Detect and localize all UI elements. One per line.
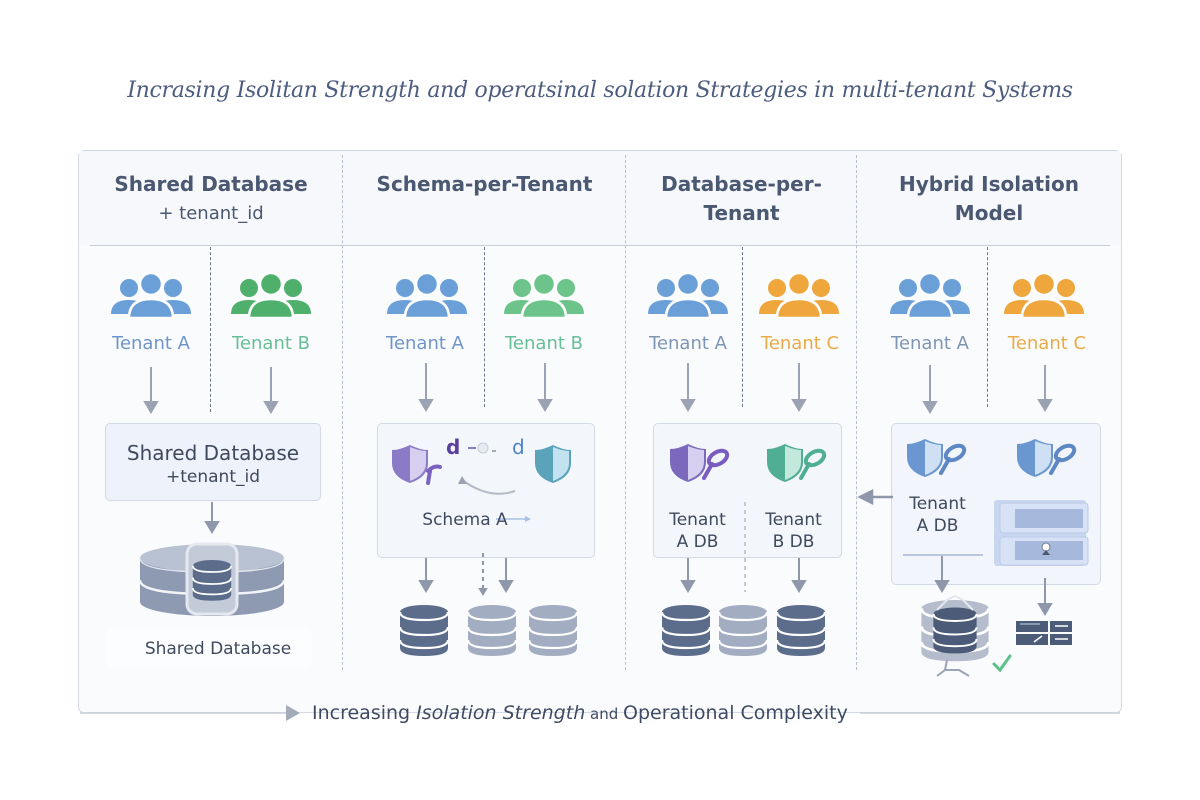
heading-text: Database-per-	[661, 172, 822, 196]
header-band	[79, 151, 1121, 245]
label-line: A DB	[916, 516, 959, 536]
heading-subtext: + tenant_id	[158, 203, 264, 224]
header-divider	[90, 245, 1110, 246]
heading-text-line2: Tenant	[703, 201, 780, 225]
tenant-separator	[484, 247, 485, 407]
shared-database-box: Shared Database +tenant_id	[105, 423, 321, 501]
label-line: Tenant	[909, 494, 966, 514]
column-separator	[856, 155, 857, 670]
schema-box	[377, 423, 595, 558]
column-heading-database-per-tenant: Database-per- Tenant	[627, 170, 856, 228]
heading-text: Schema-per-Tenant	[376, 172, 593, 196]
tenant-a-db-label: Tenant A DB	[650, 509, 745, 553]
heading-text-line2: Model	[954, 201, 1024, 225]
footer-prefix: Increasing	[312, 702, 417, 724]
tenant-label: Tenant C	[1007, 333, 1087, 354]
tenant-b-db-label: Tenant B DB	[746, 509, 841, 553]
footer-caption: Increasing Isolation Strength and Operat…	[312, 702, 848, 724]
heading-text: Hybrid Isolation	[899, 172, 1079, 196]
tenant-label: Tenant B	[505, 333, 583, 354]
column-heading-hybrid-isolation: Hybrid Isolation Model	[858, 170, 1120, 228]
schema-label: Schema A	[422, 510, 508, 530]
label-line: Tenant	[669, 510, 726, 530]
column-separator	[342, 155, 343, 670]
tenant-separator	[987, 247, 988, 407]
heading-text: Shared Database	[114, 172, 308, 196]
column-heading-schema-per-tenant: Schema-per-Tenant	[344, 170, 625, 199]
tenant-label: Tenant A	[649, 333, 727, 354]
tenant-label: Tenant A	[112, 333, 190, 354]
column-separator	[625, 155, 626, 670]
tenant-separator	[742, 247, 743, 407]
label-line: B DB	[772, 532, 815, 552]
column-heading-shared-database: Shared Database + tenant_id	[80, 170, 342, 228]
box-title: Shared Database	[126, 441, 300, 465]
footer-italic: Isolation Strength	[416, 702, 586, 724]
tenant-separator	[210, 247, 211, 412]
tenant-label: Tenant A	[386, 333, 464, 354]
box-subtitle: +tenant_id	[165, 467, 260, 487]
hybrid-tenant-a-db-label: Tenant A DB	[890, 493, 985, 537]
label-line: Tenant	[765, 510, 822, 530]
label-line: A DB	[676, 532, 719, 552]
tenant-label: Tenant A	[891, 333, 969, 354]
diagram-title: Incrasing Isolitan Strength and operatsi…	[127, 78, 1073, 103]
storage-label-card	[106, 628, 312, 668]
tenant-label: Tenant C	[760, 333, 840, 354]
storage-label: Shared Database	[144, 639, 292, 659]
footer-middle: and	[585, 705, 623, 723]
tenant-label: Tenant B	[232, 333, 310, 354]
footer-suffix: Operational Complexity	[623, 702, 848, 724]
